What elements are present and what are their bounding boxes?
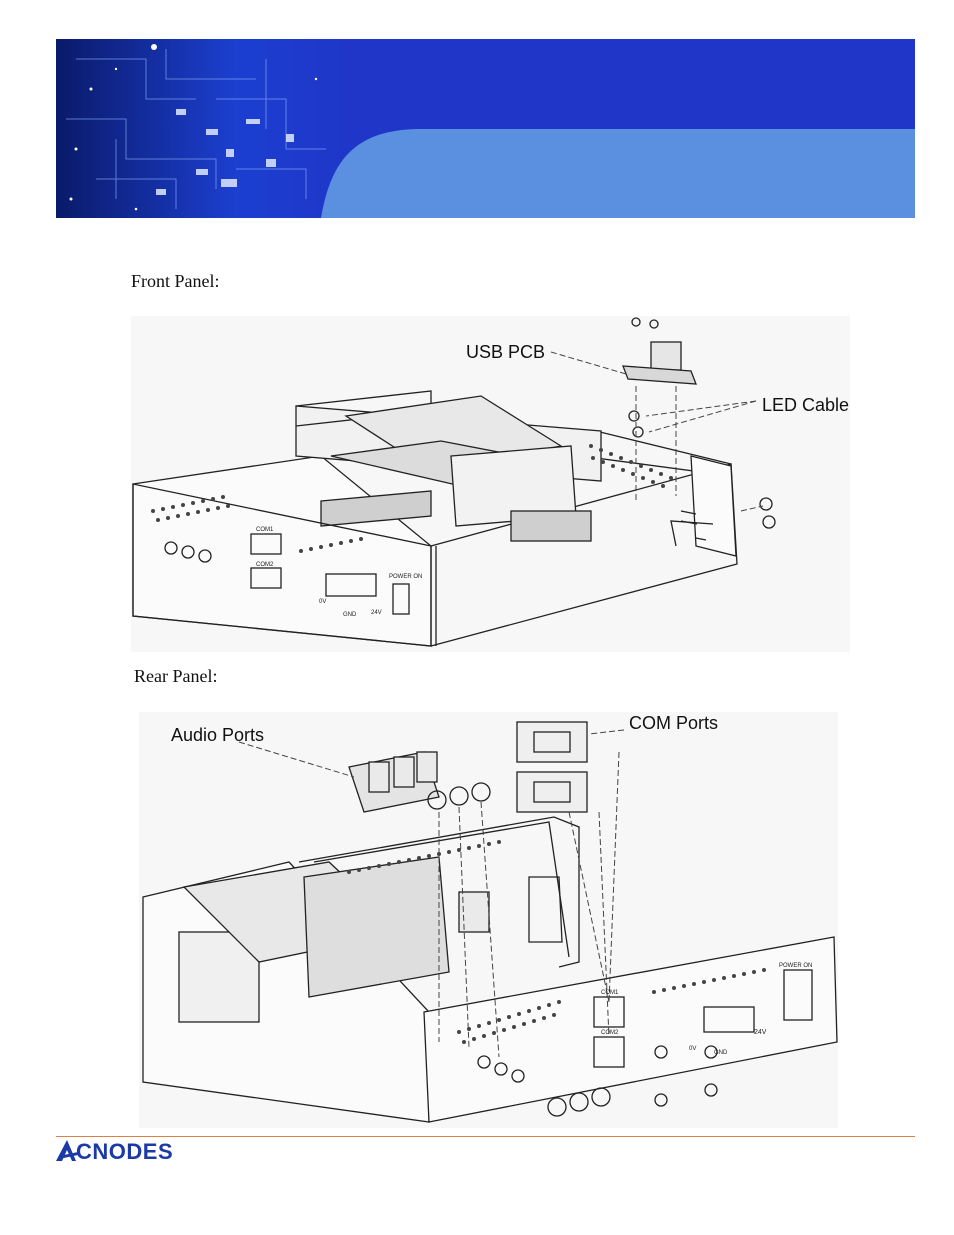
front-panel-diagram: COM1 COM2 POWER ON 0V GND 24V USB PCB LE…	[131, 316, 850, 652]
front-panel-drawing: COM1 COM2 POWER ON 0V GND 24V	[132, 317, 776, 647]
audio-ports-callout: Audio Ports	[171, 725, 265, 745]
footer-rule	[56, 1136, 915, 1137]
usb-pcb-callout: USB PCB	[466, 342, 546, 362]
rear-panel-label: Rear Panel:	[134, 666, 218, 686]
front-24v-mark: 24V	[371, 610, 382, 616]
rear-panel-drawing: COM1 COM2 POWER ON 0V GND 24V	[142, 721, 838, 1123]
logo-a-mark	[56, 1140, 78, 1161]
front-com2-mark: COM2	[256, 562, 274, 568]
rear-24v-mark: 24V	[754, 1029, 767, 1036]
rear-com1-mark: COM1	[601, 990, 619, 996]
logo-text: CNODES	[76, 1139, 174, 1164]
rear-power-on-mark: POWER ON	[779, 963, 812, 969]
front-0v-mark: 0V	[319, 599, 326, 605]
acnodes-logo: CNODES	[56, 1138, 216, 1164]
front-power-on-mark: POWER ON	[389, 574, 422, 580]
front-gnd-mark: GND	[343, 612, 357, 618]
rear-panel-diagram: COM1 COM2 POWER ON 0V GND 24V Audio Port…	[139, 712, 838, 1128]
com-ports-callout: COM Ports	[629, 713, 719, 733]
circuit-board-graphic	[56, 39, 915, 218]
rear-com2-mark: COM2	[601, 1030, 619, 1036]
header-banner	[56, 39, 915, 218]
front-com1-mark: COM1	[256, 527, 274, 533]
rear-gnd-mark: GND	[714, 1050, 728, 1056]
led-cable-callout: LED Cable	[762, 395, 850, 415]
front-panel-label: Front Panel:	[131, 271, 220, 291]
rear-0v-mark: 0V	[689, 1046, 696, 1052]
